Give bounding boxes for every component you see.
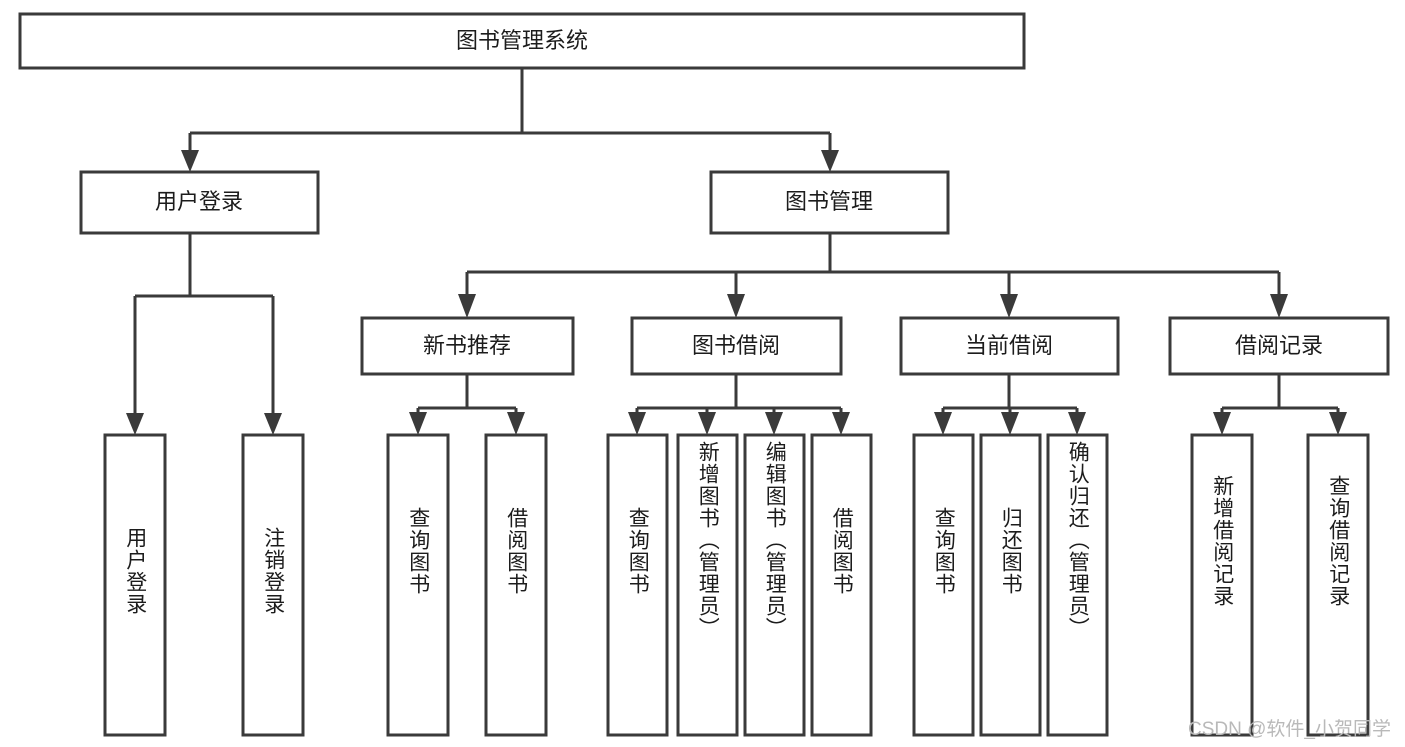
arrowhead-nb-leaf1 [409, 412, 427, 435]
node-current-borrow[interactable]: 当前借阅 [899, 316, 1120, 376]
arrowhead-cb-leaf2 [1001, 412, 1019, 435]
arrowhead-bb-leaf2 [698, 412, 716, 435]
arrowhead-user-login [181, 150, 199, 172]
node-book-management-label: 图书管理 [785, 189, 873, 214]
node-borrow-records-box[interactable] [1168, 316, 1390, 376]
leaf-box-bb-add-book[interactable] [676, 433, 739, 737]
node-current-borrow-box[interactable] [899, 316, 1120, 376]
arrowhead-newbook [458, 294, 476, 318]
node-user-login[interactable]: 用户登录 [79, 170, 320, 235]
arrowhead-cb-leaf1 [934, 412, 952, 435]
arrowhead-leaf-user-login [126, 413, 144, 435]
node-book-management-box[interactable] [709, 170, 950, 235]
arrowhead-bb-leaf3 [765, 412, 783, 435]
connectors [126, 68, 1347, 435]
leaf-box-bb-borrow-book[interactable] [810, 433, 873, 737]
arrowhead-nb-leaf2 [507, 412, 525, 435]
node-book-management[interactable]: 图书管理 [709, 170, 950, 235]
node-new-book-recommend-box[interactable] [360, 316, 575, 376]
node-user-login-box[interactable] [79, 170, 320, 235]
arrowhead-currentborrow [1000, 294, 1018, 318]
node-root-label: 图书管理系统 [456, 28, 588, 53]
arrowhead-book-mgmt [821, 150, 839, 172]
node-current-borrow-label: 当前借阅 [965, 333, 1053, 358]
leaf-box-br-query-record[interactable] [1306, 433, 1370, 737]
node-new-book-recommend-label: 新书推荐 [423, 333, 511, 358]
leaf-boxes [103, 433, 1370, 737]
arrowhead-leaf-logout [264, 413, 282, 435]
node-borrow-records-label: 借阅记录 [1235, 333, 1323, 358]
leaf-box-br-add-record[interactable] [1190, 433, 1254, 737]
node-root-box[interactable] [18, 12, 1026, 70]
arrowhead-bb-leaf4 [832, 412, 850, 435]
leaf-box-cb-return-book[interactable] [979, 433, 1042, 737]
node-borrow-records[interactable]: 借阅记录 [1168, 316, 1390, 376]
arrowhead-br-leaf2 [1329, 412, 1347, 435]
node-user-login-label: 用户登录 [155, 189, 243, 214]
leaf-box-cb-confirm-return[interactable] [1046, 433, 1109, 737]
leaf-box-bb-edit-book[interactable] [743, 433, 806, 737]
node-book-borrow-box[interactable] [630, 316, 843, 376]
node-new-book-recommend[interactable]: 新书推荐 [360, 316, 575, 376]
leaf-box-nb-borrow-book[interactable] [484, 433, 548, 737]
arrowhead-br-leaf1 [1213, 412, 1231, 435]
leaf-box-user-login[interactable] [103, 433, 167, 737]
leaf-box-nb-query-book[interactable] [386, 433, 450, 737]
node-book-borrow-label: 图书借阅 [692, 333, 780, 358]
node-root[interactable]: 图书管理系统 [18, 12, 1026, 70]
arrowhead-cb-leaf3 [1068, 412, 1086, 435]
arrowhead-borrowrecords [1270, 294, 1288, 318]
leaf-box-cb-query-book[interactable] [912, 433, 975, 737]
arrowhead-bb-leaf1 [628, 412, 646, 435]
arrowhead-bookborrow [727, 294, 745, 318]
leaf-box-logout[interactable] [241, 433, 305, 737]
node-book-borrow[interactable]: 图书借阅 [630, 316, 843, 376]
leaf-box-bb-query-book[interactable] [606, 433, 669, 737]
